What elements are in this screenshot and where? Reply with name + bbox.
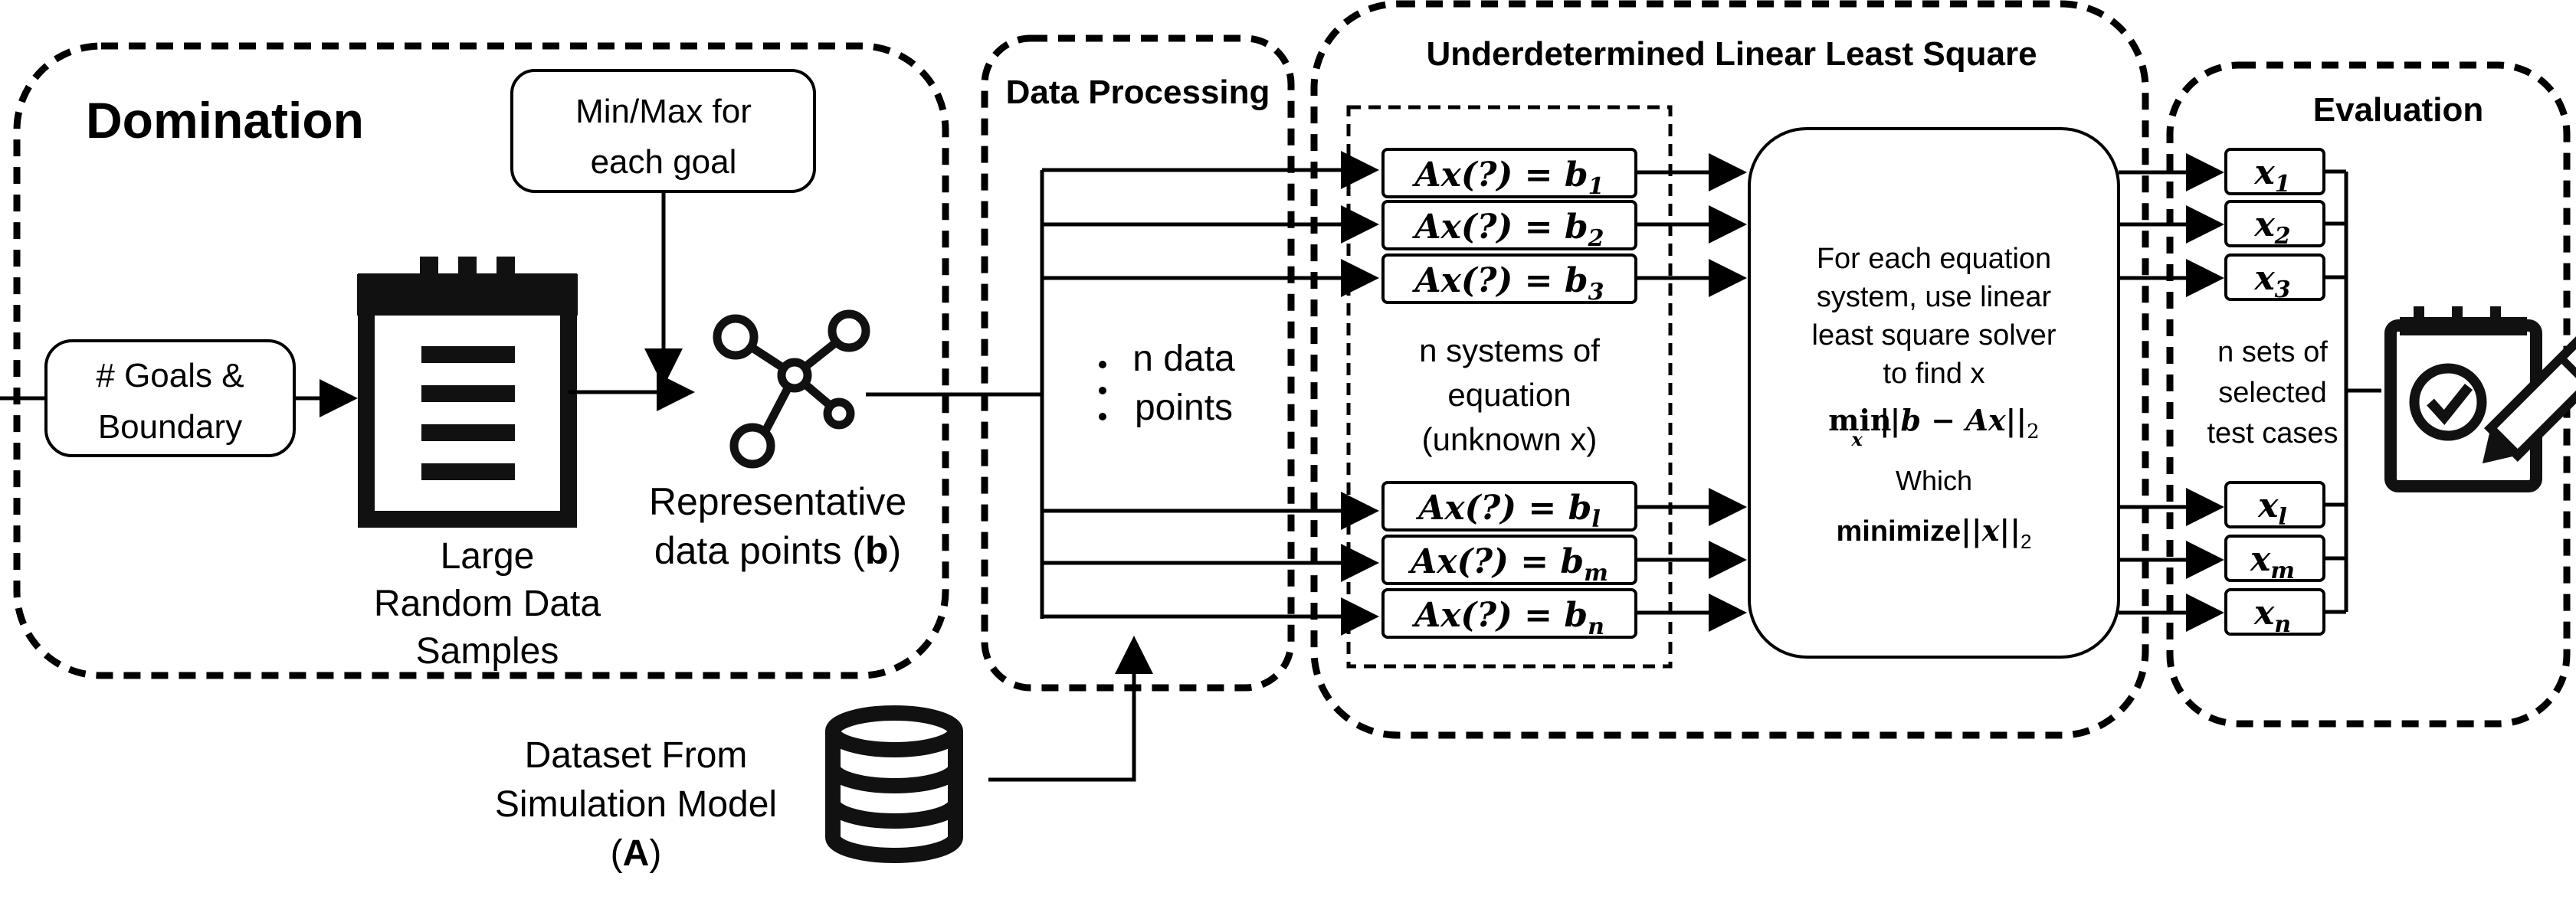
least-square-panel bbox=[1310, 0, 2149, 739]
equation-box-n: Ax(?) = bn bbox=[1381, 588, 1637, 640]
equation-box-3: Ax(?) = b3 bbox=[1381, 253, 1637, 306]
sets-label-line-1: n sets of bbox=[2217, 336, 2328, 368]
minimize-formula: minimize||x||2 bbox=[1836, 513, 2031, 553]
solver-text-line-2: system, use linear bbox=[1817, 281, 2052, 313]
dataset-line-2: Simulation Model bbox=[495, 784, 777, 825]
svg-text:Ax(?) = bl: Ax(?) = bl bbox=[1415, 489, 1600, 533]
output-box-xl: xl bbox=[2224, 481, 2325, 531]
dataset-to-processing-arrow bbox=[988, 636, 1153, 782]
data-processing-title: Data Processing bbox=[1006, 74, 1270, 111]
notepad-icon bbox=[357, 257, 578, 528]
sets-label-line-3: test cases bbox=[2207, 417, 2338, 450]
domination-panel bbox=[13, 42, 949, 679]
network-nodes-icon bbox=[713, 309, 870, 469]
svg-text:xm: xm bbox=[2250, 540, 2295, 584]
samples-label-line-2: Random Data bbox=[374, 584, 601, 624]
evaluation-title: Evaluation bbox=[2313, 91, 2484, 129]
solver-text-line-4: to find x bbox=[1883, 358, 1984, 390]
output-box-xm: xm bbox=[2224, 535, 2325, 584]
systems-label-line-2: equation bbox=[1447, 377, 1571, 413]
output-box-xn: xn bbox=[2224, 588, 2325, 638]
svg-text:x2: x2 bbox=[2253, 205, 2290, 250]
output-box-x2: x2 bbox=[2224, 200, 2325, 250]
systems-label-line-1: n systems of bbox=[1419, 332, 1600, 368]
solver-text-line-3: least square solver bbox=[1812, 319, 2057, 352]
equation-box-m: Ax(?) = bm bbox=[1381, 535, 1637, 587]
svg-text:Ax(?) = b2: Ax(?) = b2 bbox=[1412, 208, 1604, 252]
svg-text:x3: x3 bbox=[2253, 259, 2290, 303]
samples-label-line-3: Samples bbox=[416, 631, 559, 672]
output-box-x3: x3 bbox=[2224, 253, 2325, 303]
output-box-x1: x1 bbox=[2224, 148, 2325, 198]
svg-text:xn: xn bbox=[2253, 594, 2291, 638]
dataset-line-1: Dataset From bbox=[525, 735, 748, 776]
equations-group bbox=[1346, 105, 1673, 669]
output-collector bbox=[2324, 169, 2348, 614]
database-icon bbox=[825, 705, 963, 863]
points-label-line-2: points bbox=[1135, 388, 1233, 428]
equation-box-2: Ax(?) = b2 bbox=[1381, 200, 1637, 252]
goals-box-line-1: # Goals & bbox=[96, 357, 244, 394]
points-label-line-1: n data bbox=[1132, 339, 1235, 379]
vertical-ellipsis bbox=[1099, 361, 1106, 420]
checklist-pen-icon bbox=[2384, 306, 2576, 492]
dataset-line-3: (A) bbox=[611, 833, 662, 874]
systems-label-line-3: (unknown x) bbox=[1422, 421, 1598, 457]
minmax-line-2: each goal bbox=[591, 143, 737, 181]
representative-line-2: data points (b) bbox=[654, 529, 901, 572]
svg-text:Ax(?) = b3: Ax(?) = b3 bbox=[1412, 261, 1604, 306]
data-processing-panel bbox=[981, 34, 1295, 692]
domination-title: Domination bbox=[86, 92, 364, 149]
solver-text-line-1: For each equation bbox=[1817, 243, 2051, 275]
minmax-line-1: Min/Max for bbox=[575, 93, 752, 130]
equation-box-1: Ax(?) = b1 bbox=[1381, 148, 1637, 200]
solver-box bbox=[1748, 127, 2120, 659]
least-square-title: Underdetermined Linear Least Square bbox=[1426, 35, 2037, 73]
goals-box-line-2: Boundary bbox=[98, 408, 242, 446]
svg-text:Ax(?) = bm: Ax(?) = bm bbox=[1408, 542, 1608, 587]
svg-text:xl: xl bbox=[2257, 486, 2287, 531]
sets-label-line-2: selected bbox=[2218, 377, 2327, 409]
which-label: Which bbox=[1896, 465, 1972, 496]
svg-text:x1: x1 bbox=[2253, 153, 2290, 198]
equation-box-l: Ax(?) = bl bbox=[1381, 481, 1637, 533]
representative-line-1: Representative bbox=[649, 480, 906, 523]
samples-label-line-1: Large bbox=[441, 536, 535, 577]
svg-text:Ax(?) = bn: Ax(?) = bn bbox=[1411, 596, 1604, 640]
svg-text:Ax(?) = b1: Ax(?) = b1 bbox=[1412, 155, 1604, 200]
